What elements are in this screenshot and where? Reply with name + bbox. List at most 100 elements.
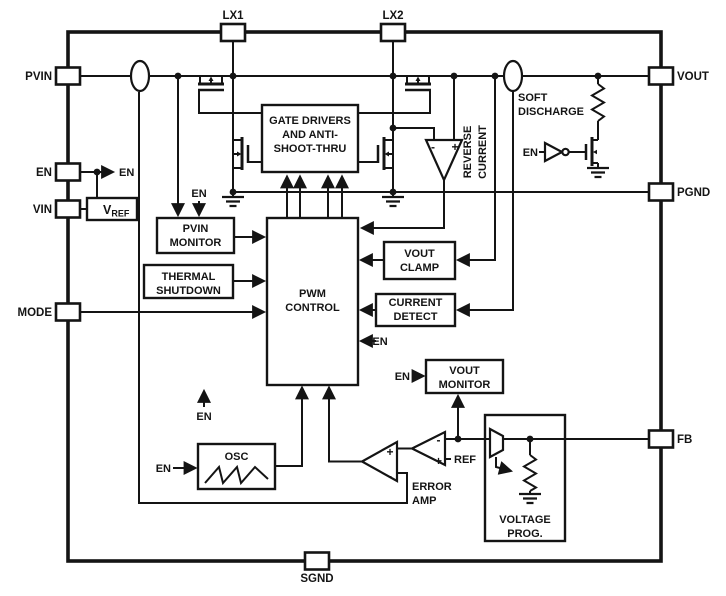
current-detect-label: CURRENT	[389, 297, 443, 309]
pwm-control-label: CONTROL	[285, 302, 340, 314]
voltage-prog-label: PROG.	[507, 528, 542, 540]
pin-label-pgnd: PGND	[677, 187, 710, 199]
low-side-fet-lx2-icon	[357, 137, 393, 170]
low-side-fet-lx1-icon	[233, 137, 262, 170]
thermal-shutdown-block	[142, 263, 235, 300]
output-stage-minus-sign: -	[388, 469, 392, 483]
pin-label-vin: VIN	[33, 204, 52, 216]
vout-clamp-in-arrow	[455, 76, 496, 267]
current-detect-in-arrow	[455, 92, 514, 317]
osc-to-pwm-arrow	[275, 385, 309, 467]
pvin-current-sense-icon	[129, 59, 151, 93]
pin-label-vout: VOUT	[677, 71, 709, 83]
reverse-current-label: REVERSE	[462, 126, 474, 179]
wiper-arrow	[495, 457, 514, 475]
soft-discharge-resistor-icon	[590, 83, 606, 122]
error-amp-label: AMP	[412, 495, 436, 507]
voltage-prog-mux-icon	[488, 427, 505, 459]
vout-clamp-label: CLAMP	[400, 262, 439, 274]
pin-label-sgnd: SGND	[300, 573, 333, 585]
gate-drivers-block	[260, 103, 360, 174]
vref-main: V	[103, 203, 112, 217]
ground-icon	[585, 166, 611, 179]
en-label: EN	[119, 167, 134, 179]
pin-label-mode: MODE	[18, 307, 53, 319]
pvin-monitor-label: MONITOR	[170, 237, 222, 249]
revcur-out-arrow	[359, 180, 445, 235]
reverse-current-comparator-icon	[424, 138, 464, 183]
pin-label-lx1: LX1	[222, 10, 244, 22]
output-stage-plus-sign: +	[386, 445, 393, 459]
pin-mode	[54, 302, 82, 322]
vout-monitor-label: MONITOR	[439, 379, 491, 391]
pin-vin	[54, 199, 82, 219]
gate-drivers-label: AND ANTI-	[282, 129, 338, 141]
voltage-prog-block	[483, 413, 567, 543]
vout-clamp-label: VOUT	[404, 248, 435, 260]
signal-arrows	[80, 76, 514, 475]
chip-outline	[66, 30, 663, 563]
high-side-fet-lx2-icon	[358, 76, 431, 114]
en-label: EN	[523, 147, 538, 159]
vout-clamp-block	[382, 240, 457, 281]
pwm-control-block	[265, 216, 360, 387]
sawtooth-icon	[204, 464, 269, 486]
pin-fb	[647, 429, 675, 449]
hs1-gate-lead	[198, 90, 262, 114]
en-label: EN	[156, 463, 171, 475]
error-amp-input-stage-icon	[409, 430, 447, 467]
pin-vout	[647, 66, 675, 86]
reverse-current-label: CURRENT	[477, 125, 489, 179]
pvin-monitor-block	[155, 216, 236, 255]
voltage-prog-label: VOLTAGE	[499, 514, 551, 526]
pin-lx1	[219, 22, 247, 43]
hs2-gate-lead	[358, 90, 431, 114]
junction-dots	[93, 72, 602, 443]
pin-sgnd	[303, 551, 331, 571]
vout-monitor-label: VOUT	[449, 365, 480, 377]
en-label: EN	[372, 336, 387, 348]
inverter-icon	[543, 141, 570, 163]
soft-discharge-label: DISCHARGE	[518, 106, 584, 118]
ref-label: REF	[454, 454, 476, 466]
high-side-fet-lx1-icon	[198, 76, 262, 114]
thermal-shutdown-label: THERMAL	[162, 271, 216, 283]
current-detect-block	[374, 292, 457, 328]
vout-current-sense-icon	[502, 59, 524, 93]
error-amp-plus-sign: +	[435, 454, 442, 468]
ground-icon	[517, 492, 543, 505]
pin-label-lx2: LX2	[382, 10, 403, 22]
osc-block	[196, 442, 277, 491]
ground-icon	[220, 195, 246, 208]
gate-drivers-label: SHOOT-THRU	[274, 143, 347, 155]
pwm-control-label: PWM	[299, 288, 326, 300]
pin-label-en: EN	[36, 167, 52, 179]
vref-sub: REF	[111, 209, 130, 219]
pin-label-pvin: PVIN	[25, 71, 52, 83]
error-amp-output-stage-icon	[359, 440, 399, 483]
en-label: EN	[191, 188, 206, 200]
en-label: EN	[196, 411, 211, 423]
en-label: EN	[395, 371, 410, 383]
pvin-monitor-label: PVIN	[183, 223, 209, 235]
current-detect-label: DETECT	[394, 311, 438, 323]
error-amp-minus-sign: -	[437, 433, 441, 447]
vout-monitor-block	[424, 358, 505, 395]
comparator-minus-sign: -	[431, 140, 435, 154]
revcur-minus-feed	[393, 127, 435, 140]
soft-discharge-label: SOFT	[518, 92, 548, 104]
vref-block	[85, 196, 139, 222]
osc-label: OSC	[225, 451, 249, 463]
pin-label-fb: FB	[677, 434, 692, 446]
pin-lx2	[379, 22, 407, 43]
error-amp-label: ERROR	[412, 481, 452, 493]
current-sense-loop	[138, 92, 408, 504]
vref-label: VREF	[103, 203, 130, 219]
error-amp-to-pwm-arrow	[322, 385, 362, 463]
gate-drivers-label: GATE DRIVERS	[269, 115, 351, 127]
comparator-plus-sign: +	[451, 140, 458, 154]
soft-discharge-fet-icon	[584, 137, 598, 166]
voltage-prog-resistor-icon	[522, 454, 538, 492]
